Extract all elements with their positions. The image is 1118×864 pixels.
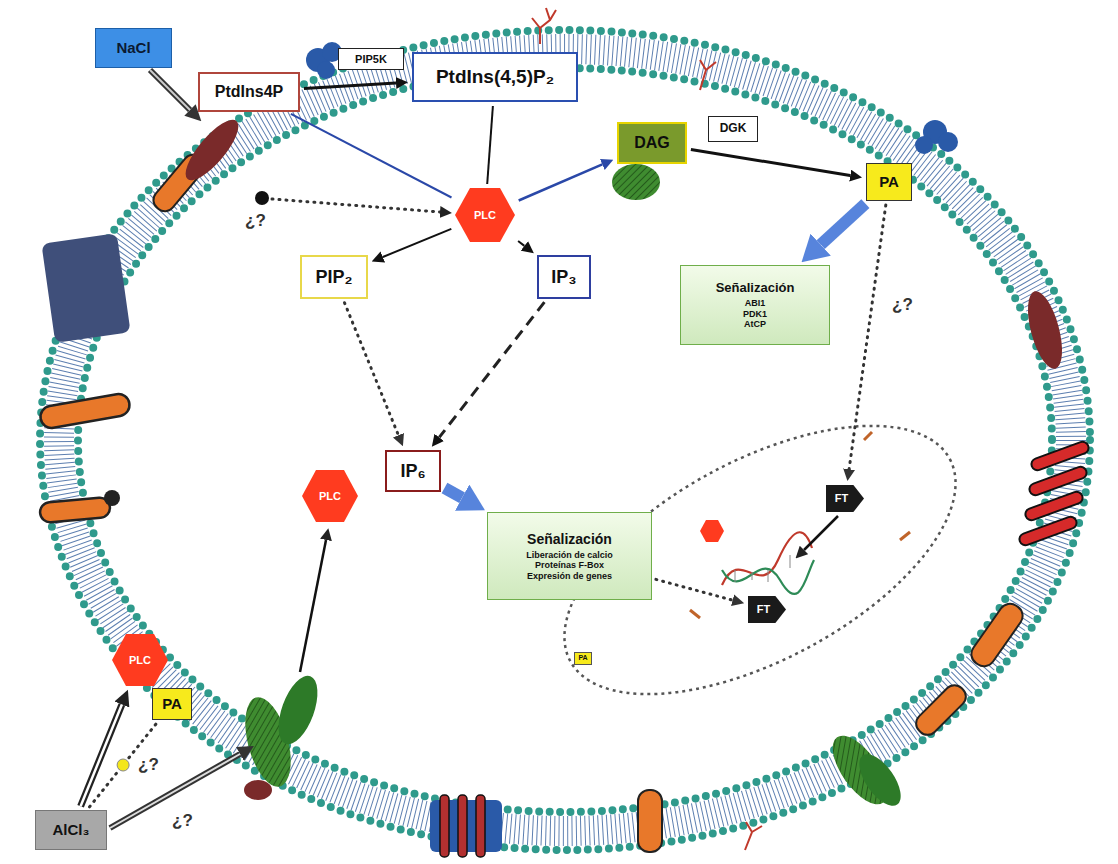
node-item: Liberación de calcio [526, 550, 613, 560]
connector-line [383, 229, 452, 257]
connector [383, 229, 452, 257]
node-label: PtdIns(4,5)P₂ [436, 66, 554, 88]
dna [722, 532, 814, 594]
node-label: PLC [319, 490, 341, 503]
node-label: FT [835, 492, 848, 505]
node-label: DGK [720, 122, 747, 136]
nuclear-marks [690, 432, 910, 618]
connector [519, 164, 603, 200]
lipid-box: PA [152, 688, 192, 720]
stimulus-box: NaCl [95, 28, 172, 68]
signal-dot [117, 759, 129, 771]
node-label: PIP₂ [315, 267, 352, 288]
connector-line [304, 83, 396, 89]
shape-fill [748, 596, 786, 623]
connector-line [345, 303, 399, 436]
node-label: PLC [129, 654, 151, 667]
enzyme-box: DGK [708, 116, 758, 142]
enzyme-hexagon: PLC [455, 188, 515, 242]
node-label: Señalización [716, 281, 795, 296]
signal-box: SeñalizaciónLiberación de calcioProteína… [487, 512, 652, 600]
connector-line [519, 164, 603, 200]
node-item: Expresión de genes [527, 571, 612, 581]
membrane-outer-heads [40, 30, 1090, 850]
transcription-factor: FT [826, 485, 864, 512]
connector [304, 83, 396, 89]
node-label: IP₃ [551, 267, 576, 288]
nuclear-plc [700, 520, 724, 542]
connector [849, 205, 886, 469]
node-label: PA [879, 173, 899, 190]
product-box: IP₃ [537, 255, 591, 299]
node-label: PLC [474, 209, 496, 222]
node-label: FT [757, 603, 770, 616]
connector [518, 241, 524, 246]
enzyme-box: PIP5K [338, 48, 404, 70]
ft-to-dna [804, 516, 838, 550]
connector-line [445, 488, 463, 498]
connector-line [691, 149, 850, 175]
lipid-box: PA [866, 163, 912, 201]
node-item: ABI1 [745, 298, 766, 308]
connector [691, 149, 850, 175]
connector-line [821, 204, 866, 245]
protein-to-plc [300, 540, 326, 672]
connector-line [439, 302, 544, 437]
node-label: PtdIns4P [215, 83, 283, 101]
node-label: PA [578, 654, 587, 662]
node-item: AtCP [744, 319, 766, 329]
connector [821, 204, 866, 245]
product-box: IP₆ [385, 450, 441, 492]
product-box: PIP₂ [300, 255, 368, 299]
node-label: DAG [634, 134, 670, 152]
transcription-factor: FT [748, 596, 786, 623]
connector-line [849, 205, 886, 469]
node-label: AlCl₃ [53, 821, 90, 838]
connector-line [487, 106, 493, 184]
shape-fill [112, 634, 168, 686]
question-label: ¿? [170, 812, 195, 831]
connector [445, 488, 463, 498]
lipid-box: PtdIns(4,5)P₂ [412, 52, 578, 102]
connector-line [518, 241, 524, 246]
signal-dot [255, 191, 269, 205]
connector [291, 114, 452, 198]
shape-fill [826, 485, 864, 512]
node-label: IP₆ [400, 461, 425, 482]
nucleus [523, 371, 997, 749]
lipid-tag: PA [574, 652, 592, 665]
nacl-arrow [150, 70, 190, 110]
dotted-signal [272, 199, 440, 212]
connector [439, 302, 544, 437]
node-item: PDK1 [743, 309, 767, 319]
stimulus-box: AlCl₃ [35, 810, 107, 850]
question-label: ¿? [136, 756, 161, 775]
question-label: ¿? [890, 296, 915, 315]
connector [487, 106, 493, 184]
shape-fill [302, 470, 358, 522]
connector-line [291, 114, 452, 198]
membrane-inner-heads [78, 68, 1052, 812]
membrane-proteins [39, 8, 1090, 857]
node-label: PIP5K [355, 53, 387, 66]
node-label: NaCl [116, 39, 150, 56]
enzyme-hexagon: PLC [302, 470, 358, 522]
lipid-box: DAG [617, 122, 687, 164]
connector-line [656, 579, 733, 600]
node-item: Proteínas F-Box [535, 560, 604, 570]
membrane-tails [59, 49, 1071, 831]
node-label: PA [162, 695, 182, 712]
connector [345, 303, 399, 436]
enzyme-hexagon: PLC [112, 634, 168, 686]
connector [656, 579, 733, 600]
question-label: ¿? [243, 212, 268, 231]
lipid-box: PtdIns4P [198, 72, 300, 112]
signal-box: SeñalizaciónABI1PDK1AtCP [680, 265, 830, 345]
shape-fill [455, 188, 515, 242]
node-label: Señalización [527, 531, 612, 547]
nacl-arrow-inner [150, 70, 190, 110]
